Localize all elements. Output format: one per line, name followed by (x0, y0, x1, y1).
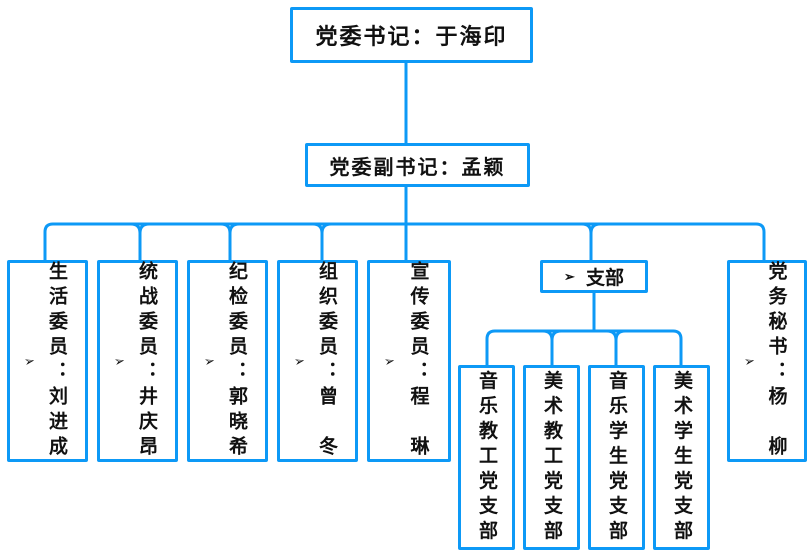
branch-child-node-art-student: 美术学生党支部 (653, 365, 710, 550)
branch-node-label: 支部 (585, 268, 624, 289)
deputy-secretary-node: 党委副书记：孟颖 (305, 143, 530, 187)
branch-child-label: 美术学生党支部 (671, 370, 692, 545)
branch-child-node-music-faculty: 音乐教工党支部 (458, 365, 515, 550)
deputy-node-label: 党委副书记：孟颖 (329, 156, 506, 179)
connector-branch-bus (485, 329, 683, 365)
connector-drop-branch (581, 222, 601, 260)
secretary-node-label: 党务秘书：杨 柳 (765, 261, 787, 461)
bullet-arrow-icon: ➢ (382, 352, 397, 370)
bullet-arrow-icon: ➢ (202, 352, 217, 370)
bullet-arrow-icon: ➢ (112, 352, 127, 370)
root-node-party-secretary: 党委书记：于海印 (290, 7, 533, 63)
branch-child-node-art-faculty: 美术教工党支部 (523, 365, 580, 550)
branch-child-node-music-student: 音乐学生党支部 (588, 365, 645, 550)
member-node-label: 组织委员：曾 冬 (316, 261, 337, 461)
connector-main-bus (43, 222, 766, 260)
secretary-node-party-affairs: ➢ 党务秘书：杨 柳 (727, 260, 807, 462)
member-node-united-front-committee: ➢ 统战委员：井庆昂 (97, 260, 178, 462)
member-node-label: 宣传委员：程 琳 (407, 261, 429, 461)
member-node-discipline-committee: ➢ 纪检委员：郭晓希 (187, 260, 268, 462)
member-node-label: 纪检委员：郭晓希 (226, 261, 247, 461)
bullet-arrow-icon: ➢ (292, 352, 307, 370)
root-node-label: 党委书记：于海印 (315, 24, 508, 49)
member-node-organization-committee: ➢ 组织委员：曾 冬 (277, 260, 358, 462)
branch-child-label: 美术教工党支部 (541, 370, 562, 545)
member-node-label: 统战委员：井庆昂 (136, 261, 157, 461)
branch-child-label: 音乐教工党支部 (476, 370, 497, 545)
connector-drop-member3 (220, 222, 240, 260)
branch-node: ➢ 支部 (540, 260, 648, 293)
bullet-arrow-icon: ➢ (22, 352, 37, 370)
member-node-life-committee: ➢ 生活委员：刘进成 (7, 260, 88, 462)
connector-drop-member2 (130, 222, 150, 260)
connector-drop-sub3 (606, 329, 626, 365)
connector-drop-member4 (312, 222, 332, 260)
bullet-arrow-icon: ➢ (742, 352, 757, 370)
connector-drop-sub2 (542, 329, 562, 365)
bullet-arrow-icon: ➢ (564, 269, 575, 284)
member-node-label: 生活委员：刘进成 (46, 261, 67, 461)
branch-child-label: 音乐学生党支部 (606, 370, 627, 545)
member-node-publicity-committee: ➢ 宣传委员：程 琳 (367, 260, 451, 462)
